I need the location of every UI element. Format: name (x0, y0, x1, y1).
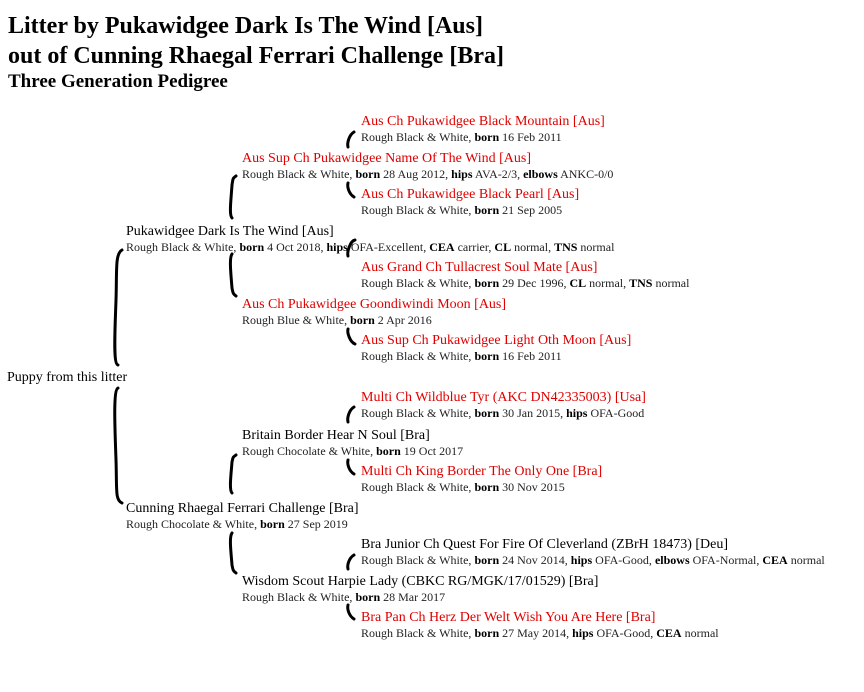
dog-dam-dam-dam: Bra Pan Ch Herz Der Welt Wish You Are He… (361, 609, 719, 641)
dog-name-champion-link[interactable]: Aus Sup Ch Pukawidgee Light Oth Moon [Au… (361, 333, 632, 348)
detail-label: born (260, 517, 285, 531)
detail-label: CEA (429, 240, 455, 254)
dog-name: Pukawidgee Dark Is The Wind [Aus] (126, 224, 334, 239)
dog-details: Rough Black & White, born 24 Nov 2014, h… (361, 553, 825, 567)
dog-name-champion-link[interactable]: Aus Ch Pukawidgee Black Mountain [Aus] (361, 114, 605, 129)
detail-label: born (376, 444, 401, 458)
detail-label: hips (570, 553, 593, 567)
dog-name-champion-link[interactable]: Aus Sup Ch Pukawidgee Name Of The Wind [… (242, 151, 531, 166)
bracket-gen3-1 (346, 130, 356, 149)
pedigree-root: Puppy from this litter (7, 369, 127, 386)
detail-label: CL (494, 240, 512, 254)
dog-details: Rough Black & White, born 29 Dec 1996, C… (361, 276, 690, 290)
bracket-dam-sire (228, 453, 238, 495)
detail-label: born (474, 480, 500, 494)
dog-name-champion-link[interactable]: Aus Grand Ch Tullacrest Soul Mate [Aus] (361, 260, 598, 275)
root-name: Puppy from this litter (7, 370, 128, 385)
bracket-root-sire (113, 248, 124, 367)
dog-dam-sire-dam: Multi Ch King Border The Only One [Bra] … (361, 463, 602, 495)
detail-label: born (355, 167, 381, 181)
detail-label: born (474, 553, 500, 567)
dog-details: Rough Black & White, born 30 Nov 2015 (361, 480, 565, 494)
dog-name: Wisdom Scout Harpie Lady (CBKC RG/MGK/17… (242, 574, 599, 589)
detail-label: TNS (554, 240, 578, 254)
dog-details: Rough Chocolate & White, born 19 Oct 201… (242, 444, 464, 458)
detail-label: elbows (654, 553, 690, 567)
detail-label: born (474, 130, 500, 144)
detail-label: TNS (629, 276, 653, 290)
dog-details: Rough Black & White, born 27 May 2014, h… (361, 626, 719, 640)
dog-sire-dam-sire: Aus Grand Ch Tullacrest Soul Mate [Aus] … (361, 259, 689, 291)
detail-label: CEA (762, 553, 788, 567)
detail-label: CEA (656, 626, 682, 640)
dog-details: Rough Black & White, born 21 Sep 2005 (361, 203, 563, 217)
bracket-dam-dam (228, 531, 238, 575)
dog-sire-dam-dam: Aus Sup Ch Pukawidgee Light Oth Moon [Au… (361, 332, 631, 364)
dog-name-champion-link[interactable]: Aus Ch Pukawidgee Goondiwindi Moon [Aus] (242, 297, 507, 312)
dog-sire-dam: Aus Ch Pukawidgee Goondiwindi Moon [Aus]… (242, 296, 506, 328)
detail-label: hips (451, 167, 473, 181)
dog-details: Rough Black & White, born 28 Aug 2012, h… (242, 167, 614, 181)
dog-details: Rough Blue & White, born 2 Apr 2016 (242, 313, 432, 327)
dog-name-champion-link[interactable]: Bra Pan Ch Herz Der Welt Wish You Are He… (361, 610, 656, 625)
bracket-gen3-4 (346, 327, 357, 346)
detail-label: born (474, 626, 500, 640)
bracket-root-dam (113, 386, 124, 505)
dog-details: Rough Black & White, born 28 Mar 2017 (242, 590, 446, 604)
dog-name-champion-link[interactable]: Aus Ch Pukawidgee Black Pearl [Aus] (361, 187, 580, 202)
detail-label: born (239, 240, 265, 254)
detail-label: born (350, 313, 375, 327)
detail-label: hips (326, 240, 348, 254)
bracket-gen3-8 (346, 603, 356, 621)
detail-label: born (474, 406, 500, 420)
detail-label: hips (572, 626, 594, 640)
dog-name: Cunning Rhaegal Ferrari Challenge [Bra] (126, 501, 359, 516)
detail-label: born (474, 349, 500, 363)
dog-name: Britain Border Hear N Soul [Bra] (242, 428, 430, 443)
dog-dam-dam: Wisdom Scout Harpie Lady (CBKC RG/MGK/17… (242, 573, 598, 605)
dog-details: Rough Black & White, born 4 Oct 2018, hi… (126, 240, 615, 254)
bracket-gen3-6 (346, 458, 356, 476)
bracket-gen3-2 (346, 181, 356, 199)
dog-details: Rough Black & White, born 16 Feb 2011 (361, 349, 562, 363)
bracket-gen3-7 (346, 553, 356, 571)
dog-name: Bra Junior Ch Quest For Fire Of Cleverla… (361, 537, 729, 552)
dog-dam-sire-sire: Multi Ch Wildblue Tyr (AKC DN42335003) [… (361, 389, 646, 421)
dog-name-champion-link[interactable]: Multi Ch Wildblue Tyr (AKC DN42335003) [… (361, 390, 646, 405)
dog-sire-sire-sire: Aus Ch Pukawidgee Black Mountain [Aus] R… (361, 113, 605, 145)
dog-details: Rough Chocolate & White, born 27 Sep 201… (126, 517, 348, 531)
bracket-sire-sire (228, 174, 238, 220)
dog-sire-sire-dam: Aus Ch Pukawidgee Black Pearl [Aus] Roug… (361, 186, 579, 218)
page-title-line-2: out of Cunning Rhaegal Ferrari Challenge… (8, 43, 504, 69)
detail-label: born (474, 276, 500, 290)
page-title-line-1: Litter by Pukawidgee Dark Is The Wind [A… (8, 13, 483, 39)
dog-details: Rough Black & White, born 16 Feb 2011 (361, 130, 562, 144)
dog-dam: Cunning Rhaegal Ferrari Challenge [Bra] … (126, 500, 358, 532)
dog-sire-sire: Aus Sup Ch Pukawidgee Name Of The Wind [… (242, 150, 613, 182)
dog-dam-dam-sire: Bra Junior Ch Quest For Fire Of Cleverla… (361, 536, 825, 568)
detail-label: elbows (523, 167, 558, 181)
dog-dam-sire: Britain Border Hear N Soul [Bra] Rough C… (242, 427, 463, 459)
bracket-sire-dam (228, 252, 238, 298)
bracket-gen3-5 (346, 405, 356, 424)
dog-sire: Pukawidgee Dark Is The Wind [Aus] Rough … (126, 223, 614, 255)
detail-label: CL (569, 276, 587, 290)
dog-name-champion-link[interactable]: Multi Ch King Border The Only One [Bra] (361, 464, 603, 479)
detail-label: hips (566, 406, 588, 420)
page-subtitle: Three Generation Pedigree (8, 71, 228, 92)
dog-details: Rough Black & White, born 30 Jan 2015, h… (361, 406, 645, 420)
detail-label: born (355, 590, 381, 604)
detail-label: born (474, 203, 500, 217)
